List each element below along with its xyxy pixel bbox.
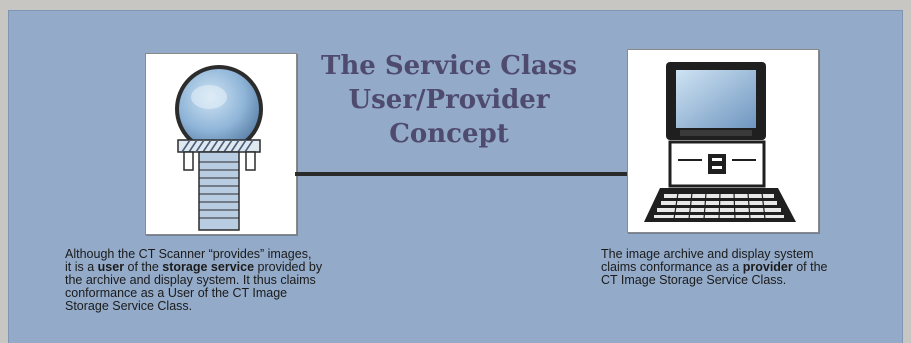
title-line-1: The Service Class <box>321 51 577 81</box>
scanner-caption-line-3: the archive and display system. It thus … <box>65 273 316 287</box>
archive-caption-line-1: The image archive and display system <box>601 247 814 261</box>
archive-caption-line-3: CT Image Storage Service Class. <box>601 273 787 287</box>
ct-scanner-card <box>145 53 297 235</box>
archive-system-card <box>627 49 819 233</box>
archive-caption-text: claims conformance as a <box>601 260 743 274</box>
title-line-2: User/Provider <box>348 85 550 115</box>
scanner-caption-text: of the <box>124 260 163 274</box>
title-line-3: Concept <box>389 119 509 149</box>
connector-line <box>295 172 627 176</box>
desktop-computer-icon <box>644 62 796 222</box>
diagram-panel: The Service Class User/Provider Concept <box>8 10 903 343</box>
scanner-caption-text: provided by <box>254 260 323 274</box>
scanner-caption-line-1: Although the CT Scanner “provides” image… <box>65 247 312 261</box>
ct-scanner-icon <box>175 65 263 231</box>
archive-caption-line-2: claims conformance as a provider of the <box>601 261 828 274</box>
archive-caption: The image archive and display system cla… <box>601 248 828 287</box>
provider-emphasis: provider <box>742 260 793 274</box>
scanner-caption-line-4: conformance as a User of the CT Image <box>65 286 288 300</box>
user-emphasis: user <box>97 260 125 274</box>
storage-service-emphasis: storage service <box>162 260 255 274</box>
scanner-caption-text: it is a <box>65 260 98 274</box>
diagram-title: The Service Class User/Provider Concept <box>289 49 609 151</box>
archive-caption-text: of the <box>792 260 828 274</box>
scanner-caption-line-2: it is a user of the storage service prov… <box>65 261 322 274</box>
scanner-caption: Although the CT Scanner “provides” image… <box>65 248 322 313</box>
scanner-caption-line-5: Storage Service Class. <box>65 299 193 313</box>
